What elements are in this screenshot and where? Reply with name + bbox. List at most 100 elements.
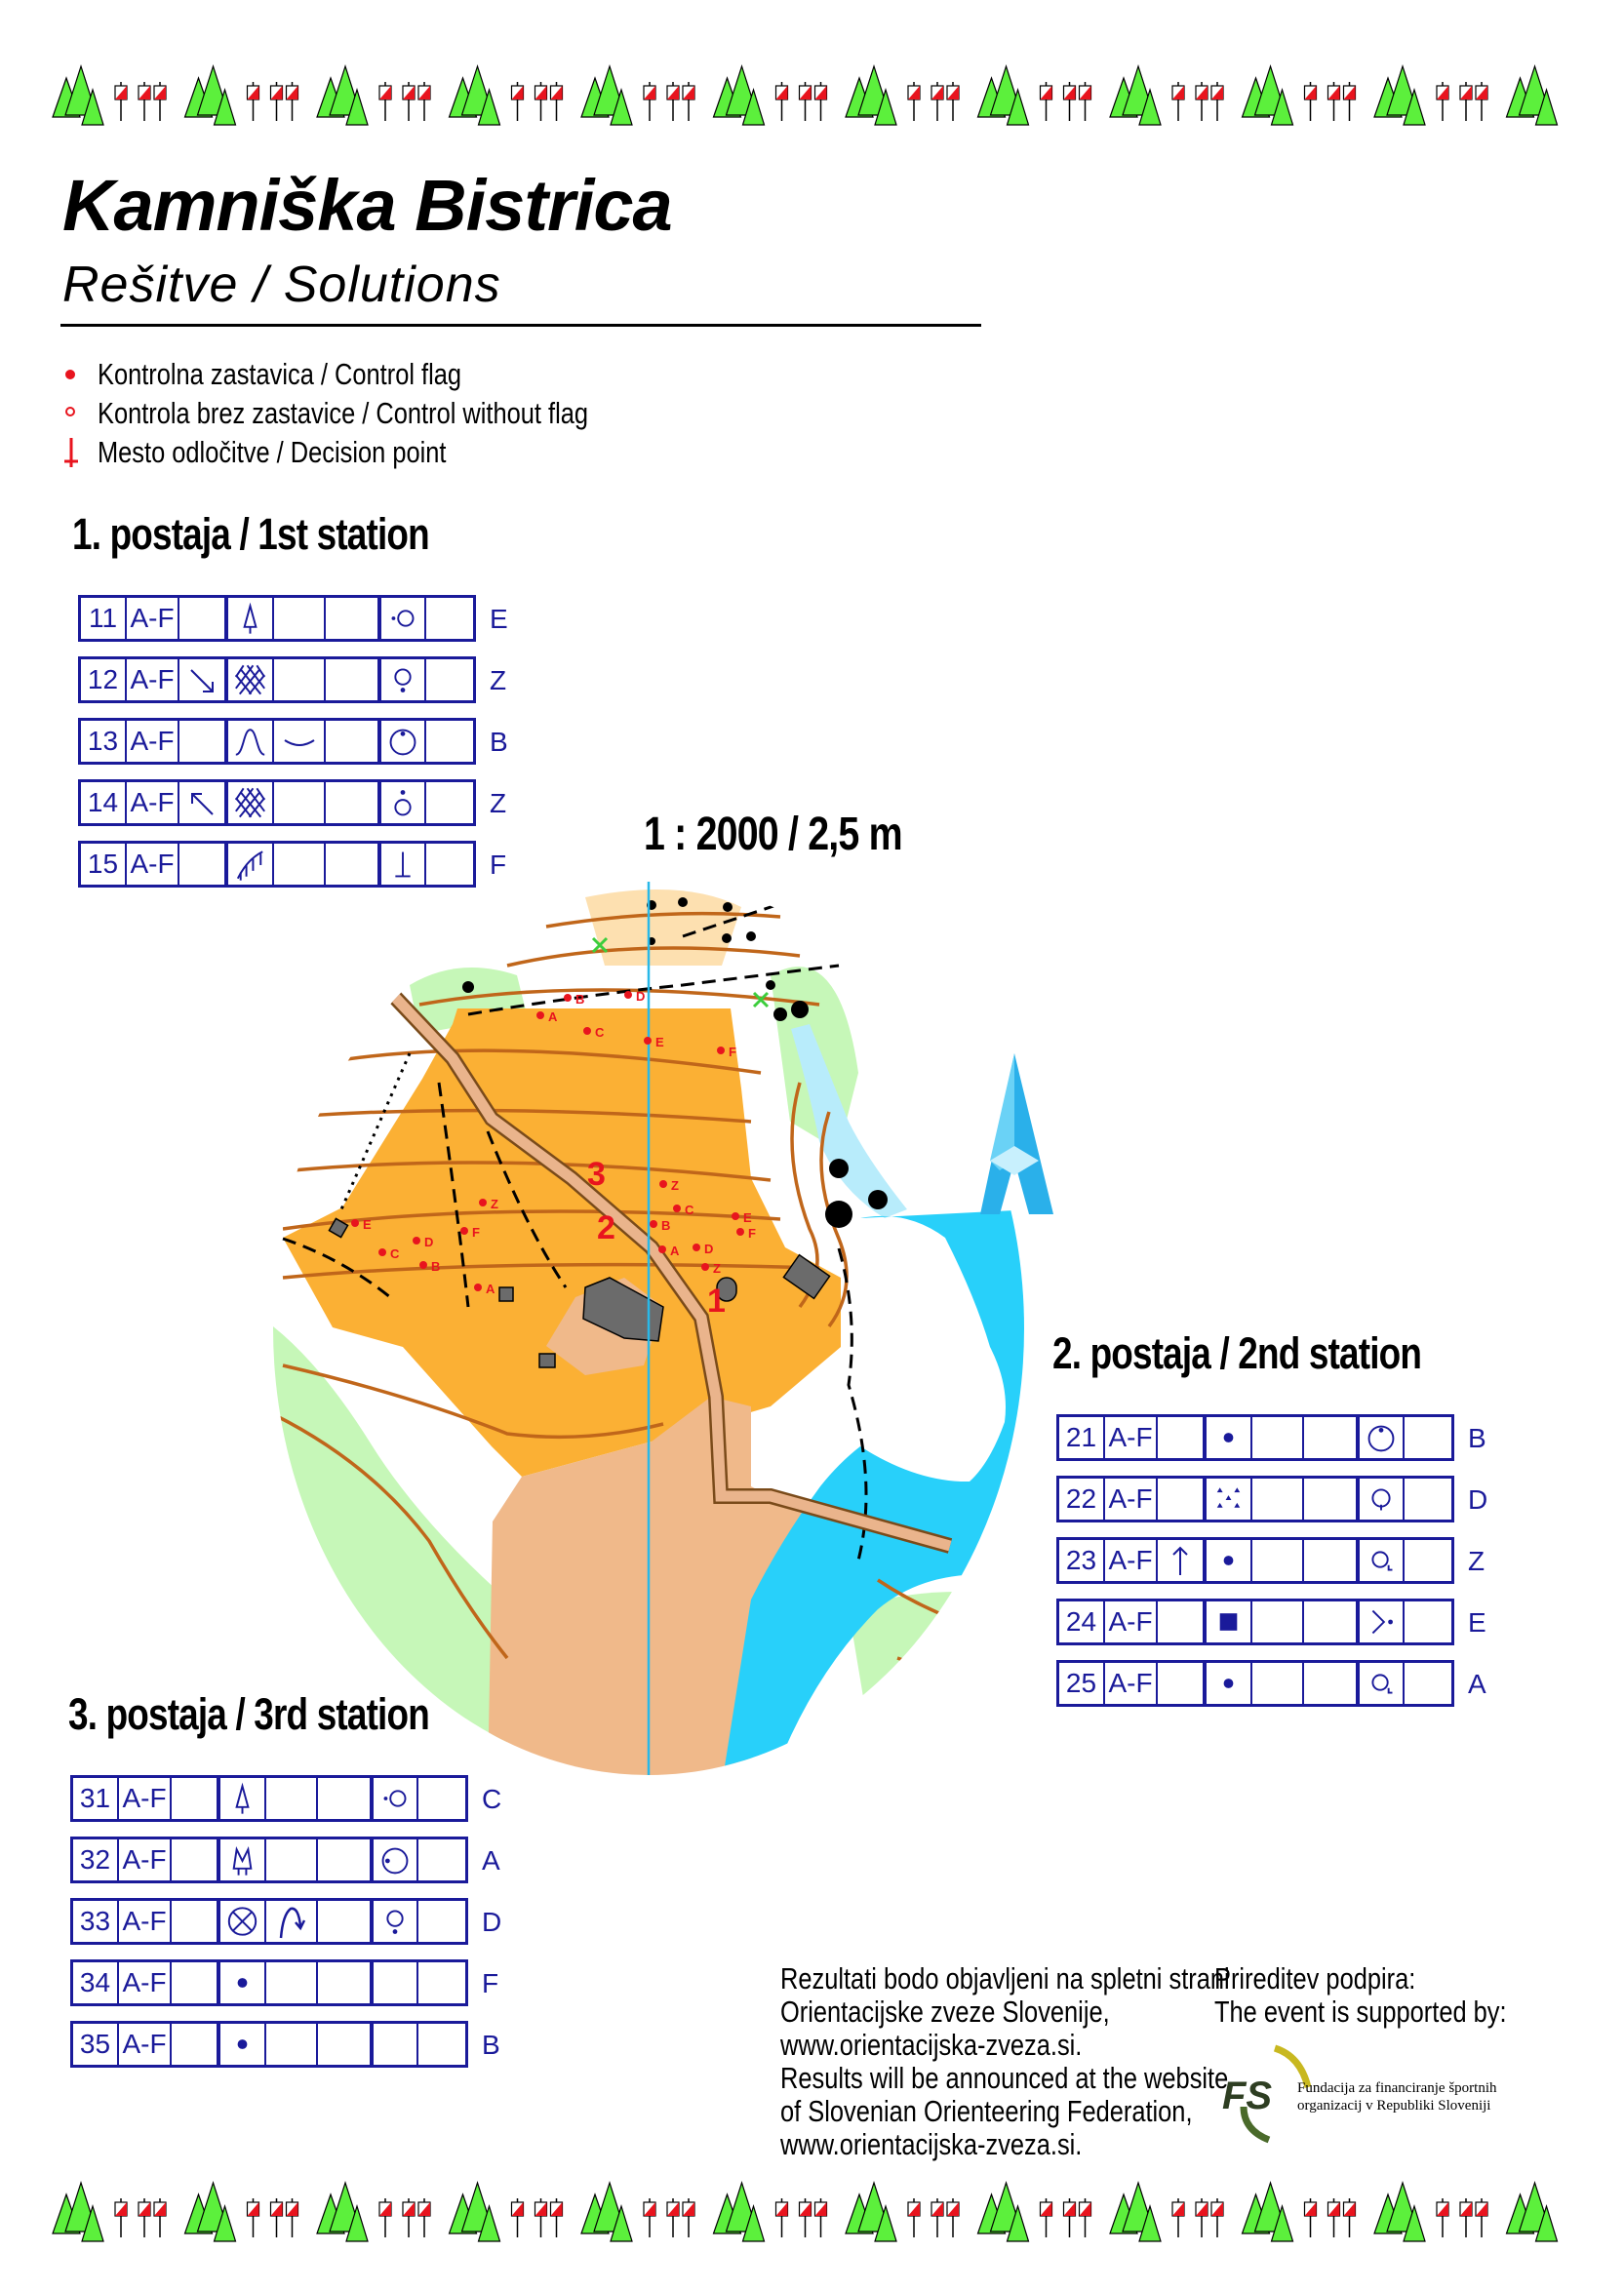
solution-answer: F bbox=[482, 1968, 499, 1998]
control-range: A-F bbox=[127, 721, 179, 762]
solution-answer: A bbox=[1468, 1669, 1486, 1699]
control-flag-marker bbox=[460, 1227, 468, 1235]
description-cell-d bbox=[220, 1839, 266, 1880]
dot-icon bbox=[237, 1978, 248, 1988]
description-cell-d bbox=[220, 2024, 266, 2065]
arrow-nw-icon bbox=[191, 793, 214, 815]
control-letter-label: Z bbox=[491, 1197, 498, 1211]
description-cell-h bbox=[418, 1778, 465, 1819]
results-notice: Rezultati bodo objavljeni na spletni str… bbox=[780, 1962, 1328, 2161]
solution-answer: C bbox=[482, 1784, 502, 1814]
description-cell-e bbox=[1252, 1663, 1304, 1704]
control-number: 13 bbox=[81, 721, 127, 762]
description-cell-e bbox=[274, 782, 326, 823]
control-letter-label: C bbox=[595, 1025, 605, 1040]
buildings bbox=[328, 1217, 831, 1368]
description-cell-e bbox=[1252, 1417, 1304, 1458]
description-cell-c bbox=[179, 598, 228, 639]
description-cell-f bbox=[326, 659, 381, 700]
svg-text:FS: FS bbox=[1222, 2075, 1272, 2117]
description-cell-h bbox=[1405, 1601, 1451, 1642]
description-cell-d bbox=[1207, 1540, 1252, 1581]
control-number: 22 bbox=[1059, 1479, 1105, 1520]
description-cell-g bbox=[1360, 1417, 1405, 1458]
description-cell-g bbox=[381, 782, 426, 823]
description-cell-f bbox=[326, 844, 381, 885]
control-flag-marker bbox=[650, 1220, 657, 1228]
control-flag-marker bbox=[732, 1212, 739, 1220]
description-cell-g bbox=[381, 659, 426, 700]
control-range: A-F bbox=[1105, 1417, 1158, 1458]
description-cell-f bbox=[318, 2024, 374, 2065]
tree-cluster-icon bbox=[580, 2181, 633, 2242]
tree-cluster-icon bbox=[1241, 2181, 1294, 2242]
description-cell-d bbox=[228, 598, 274, 639]
control-number: 34 bbox=[73, 1962, 119, 2003]
angle-dot-icon bbox=[1371, 1609, 1393, 1635]
description-cell-e bbox=[274, 721, 326, 762]
results-sl-line: Rezultati bodo objavljeni na spletni str… bbox=[780, 1961, 1230, 1996]
control-flag-marker bbox=[736, 1228, 744, 1236]
station-title-text: 3. postaja / 3rd station bbox=[68, 1689, 430, 1739]
tree-cluster-icon bbox=[1373, 2181, 1426, 2242]
control-flag-marker bbox=[474, 1284, 482, 1291]
description-cell-f bbox=[1304, 1479, 1360, 1520]
description-cell-f bbox=[1304, 1540, 1360, 1581]
station-number-label: 3 bbox=[587, 1156, 606, 1193]
description-cell-h bbox=[418, 2024, 465, 2065]
conifer-tree-icon bbox=[243, 602, 257, 634]
control-flag-icon bbox=[114, 82, 167, 121]
results-sl-link[interactable]: www.orientacijska-zveza.si. bbox=[780, 2028, 1083, 2062]
tree-cluster-icon bbox=[316, 64, 369, 126]
control-flag-icon bbox=[246, 2198, 299, 2237]
control-range: A-F bbox=[119, 1839, 172, 1880]
control-letter-label: B bbox=[575, 992, 584, 1007]
control-number: 25 bbox=[1059, 1663, 1105, 1704]
solution-answer: A bbox=[482, 1845, 500, 1876]
description-cell-d bbox=[1207, 1663, 1252, 1704]
description-cell-c bbox=[172, 1839, 220, 1880]
tree-cluster-icon bbox=[1505, 64, 1559, 126]
circle-dot-inside-left-icon bbox=[381, 1847, 409, 1875]
control-flag-marker bbox=[351, 1219, 359, 1227]
control-range: A-F bbox=[119, 1962, 172, 2003]
control-number: 35 bbox=[73, 2024, 119, 2065]
description-cell-d bbox=[220, 1778, 266, 1819]
control-letter-label: E bbox=[363, 1217, 372, 1232]
support-sl: Prireditev podpira: bbox=[1214, 1961, 1416, 1996]
sponsor-logo: FS bbox=[1222, 2044, 1312, 2144]
station-title-text: 2. postaja / 2nd station bbox=[1052, 1328, 1422, 1378]
page-title: Kamniška Bistrica bbox=[62, 165, 673, 246]
control-flag-marker bbox=[644, 1037, 652, 1045]
station-1-title: 1. postaja / 1st station bbox=[72, 509, 507, 560]
control-flag-marker bbox=[659, 1180, 667, 1188]
foot-t-icon bbox=[395, 851, 411, 878]
tree-cluster-icon bbox=[976, 2181, 1030, 2242]
circle-dot-west-icon bbox=[383, 1790, 407, 1807]
title-divider bbox=[60, 324, 981, 327]
tree-cluster-icon bbox=[316, 2181, 369, 2242]
results-en-line: Results will be announced at the website bbox=[780, 2061, 1229, 2095]
station-number-label: 1 bbox=[707, 1283, 726, 1320]
legend-item-control-flag: Kontrolna zastavica / Control flag bbox=[64, 355, 695, 394]
tree-cluster-icon bbox=[183, 2181, 237, 2242]
description-cell-d bbox=[220, 1962, 266, 2003]
control-flag-marker bbox=[701, 1263, 709, 1271]
dot-icon bbox=[1223, 1679, 1234, 1688]
control-letter-label: D bbox=[424, 1235, 433, 1249]
control-letter-label: C bbox=[390, 1246, 400, 1261]
solution-answer: B bbox=[1468, 1423, 1486, 1453]
description-cell-d bbox=[228, 844, 274, 885]
description-cell-f bbox=[1304, 1601, 1360, 1642]
results-en-link[interactable]: www.orientacijska-zveza.si. bbox=[780, 2127, 1083, 2161]
description-cell-f bbox=[318, 1839, 374, 1880]
sponsor-name-line: Fundacija za financiranje športnih bbox=[1297, 2080, 1497, 2096]
description-cell-f bbox=[326, 598, 381, 639]
control-range: A-F bbox=[127, 598, 179, 639]
thicket-icon bbox=[235, 787, 265, 818]
